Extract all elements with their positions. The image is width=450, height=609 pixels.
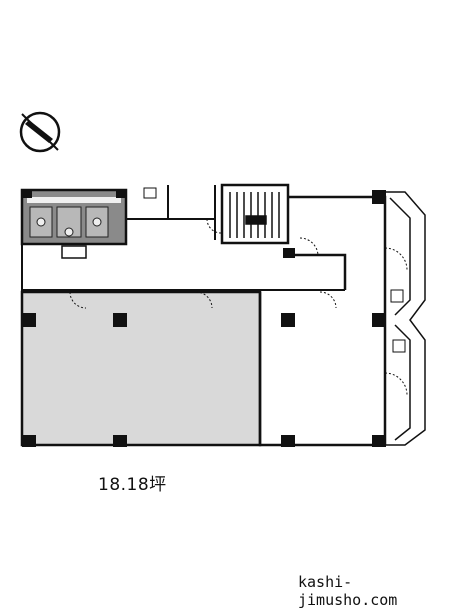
compass-icon [19,111,61,153]
structural-columns [22,190,386,447]
site-watermark: kashi-jimusho.com [298,573,398,609]
corridor-walls [21,185,345,292]
toilet-block [20,188,128,259]
leased-room-area [20,290,262,447]
stairwell [220,183,290,245]
door-swings [69,218,408,396]
equipment-boxes [143,187,406,353]
facade-bays [385,191,426,446]
floor-area-label: 18.18坪 [98,475,167,495]
